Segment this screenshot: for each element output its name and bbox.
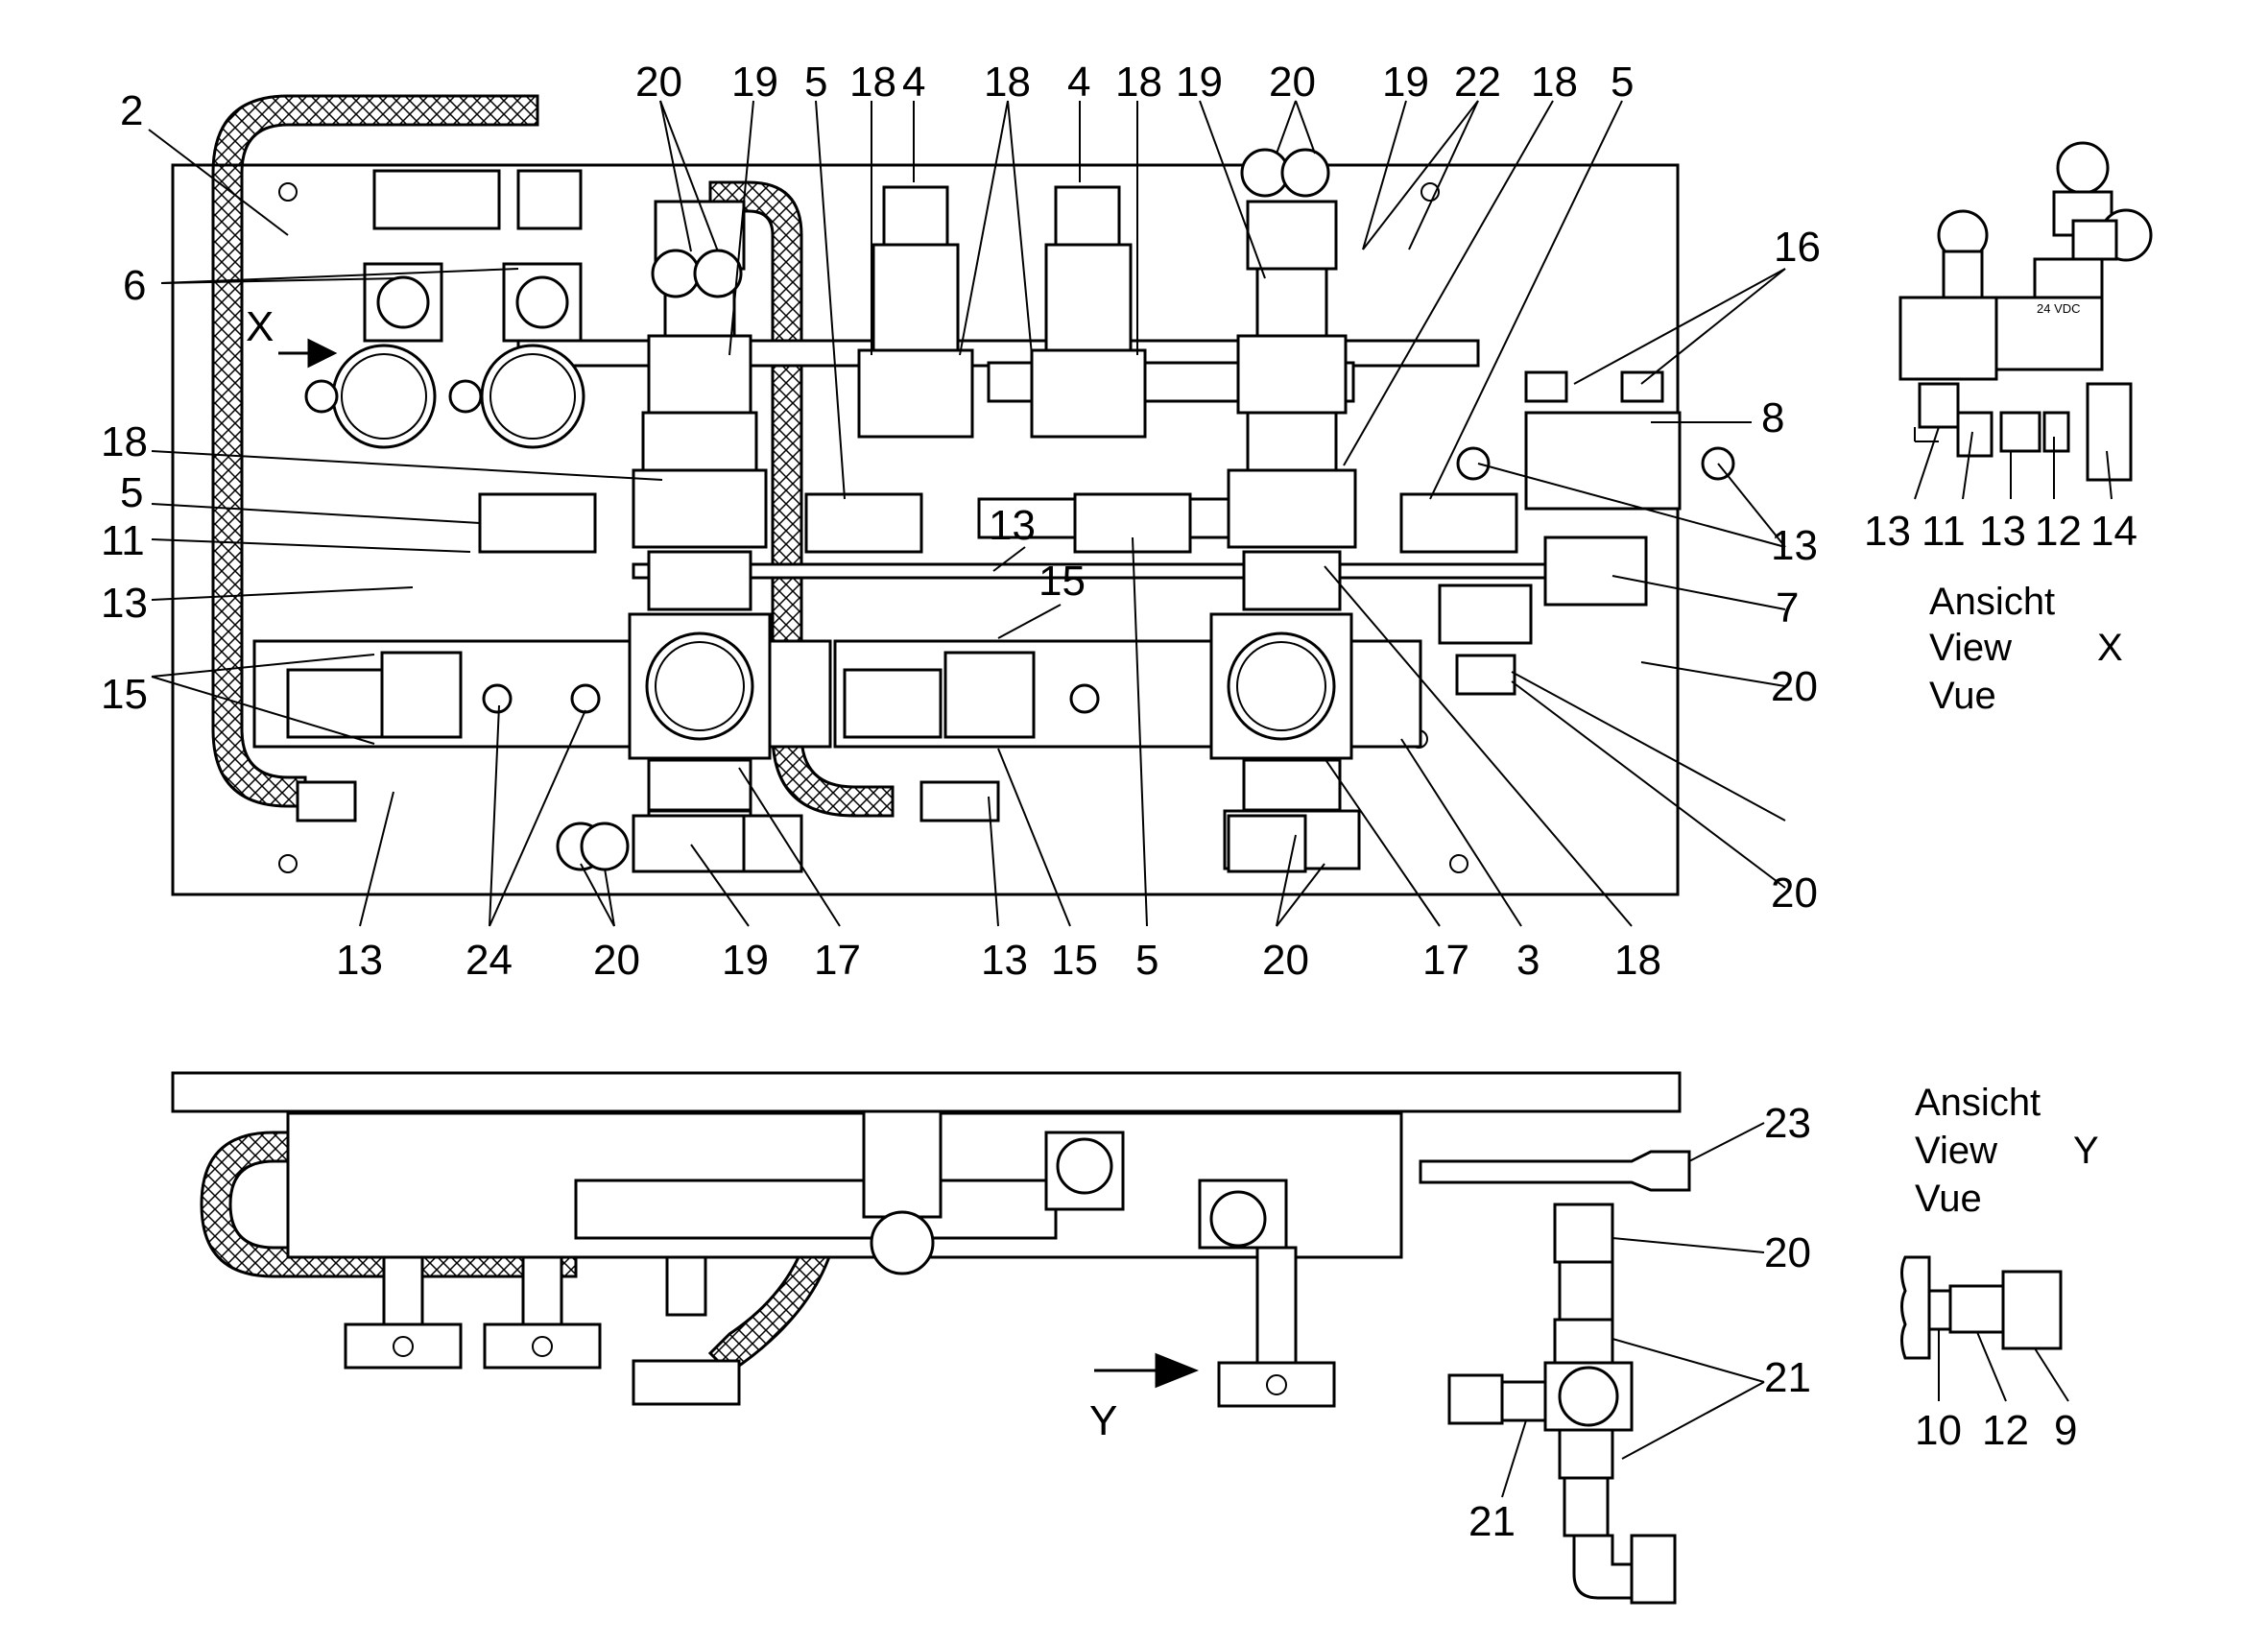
callout: 14 [2090,508,2137,555]
view-y-title-en: View [1915,1130,1997,1172]
view-y-title-de: Ansicht [1915,1082,2041,1124]
view-x-letter: X [2097,627,2123,669]
side-plate [171,1071,1682,1113]
callout: 18 [1115,59,1162,106]
view-x-title-fr: Vue [1929,675,1996,717]
callout: 8 [1761,394,1784,441]
view-y-arrow [1094,1352,1200,1389]
callout: 20 [1262,937,1309,984]
callout: 24 [466,937,513,984]
callout: 20 [593,937,640,984]
leader-lines-top [148,100,1786,927]
callouts-bottom: 23 20 21 21 [1468,1100,1811,1545]
callout: 18 [101,418,148,465]
callout: 15 [1051,937,1098,984]
view-y-detail: Ansicht View Y Vue 10 12 9 [1900,1082,2099,1454]
callout: 11 [1922,508,1966,555]
callout: 21 [1468,1498,1516,1545]
view-x-title-en: View [1929,627,2012,669]
callouts-top: 2 20 19 5 18 4 18 4 18 19 20 19 22 18 5 … [101,59,1821,984]
callout: 5 [804,59,827,106]
callout: 4 [1067,59,1090,106]
callout: 18 [1614,937,1661,984]
callout: 2 [120,87,143,134]
callout: 10 [1915,1407,1962,1454]
callout: 12 [1982,1407,2029,1454]
callout: 5 [120,469,143,516]
callout: 11 [101,517,145,564]
callout: 16 [1774,224,1821,271]
callout: 3 [1516,937,1540,984]
callout: 23 [1764,1100,1811,1147]
callout: 5 [1135,937,1158,984]
callout: 13 [1864,508,1911,555]
callout: 20 [1269,59,1316,106]
view-x-voltage: 24 VDC [2037,301,2081,316]
callout: 4 [902,59,925,106]
callout: 5 [1611,59,1634,106]
view-x-title-de: Ansicht [1929,581,2055,623]
view-y-letter: Y [2073,1130,2099,1172]
callout: 9 [2054,1407,2077,1454]
callout: 13 [989,502,1036,549]
callout: 22 [1454,59,1501,106]
callout: 12 [2035,508,2082,555]
view-y-arrow-label: Y [1089,1397,1117,1444]
callout: 13 [1771,522,1818,569]
callout: 19 [1382,59,1429,106]
view-x-detail: 24 VDC 13 11 13 12 14 Ansicht View X Vue [1864,141,2153,717]
callout: 20 [635,59,682,106]
callout: 6 [123,262,146,309]
callout: 20 [1764,1229,1811,1276]
callout: 13 [101,580,148,627]
callout: 13 [336,937,383,984]
callout: 19 [722,937,769,984]
callout: 7 [1776,584,1799,631]
callout: 18 [984,59,1031,106]
view-y-title-fr: Vue [1915,1178,1982,1220]
callout: 18 [849,59,896,106]
view-x-arrow [278,338,338,369]
callout: 20 [1771,663,1818,710]
callout: 18 [1531,59,1578,106]
callout: 13 [981,937,1028,984]
callout: 15 [1039,558,1086,605]
top-view: X [171,94,1735,896]
callout: 21 [1764,1354,1811,1401]
callout: 20 [1771,870,1818,917]
leader-lines-bottom [1501,1122,1765,1498]
callout: 13 [1979,508,2026,555]
view-x-arrow-label: X [246,303,274,350]
side-view: Y [171,1071,1691,1605]
callout: 19 [731,59,778,106]
callout: 17 [814,937,861,984]
hose-center [708,180,895,818]
hose-left [211,94,539,808]
callout: 19 [1176,59,1223,106]
callout: 17 [1422,937,1469,984]
callout: 15 [101,671,148,718]
